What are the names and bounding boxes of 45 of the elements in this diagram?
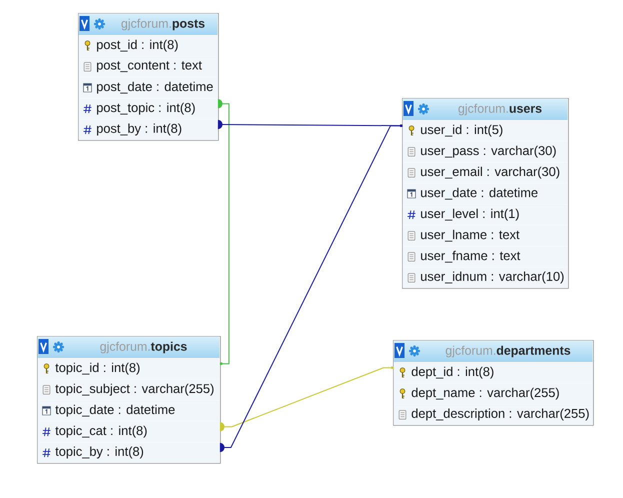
field-row: user_pass : varchar(30) [402,141,568,162]
field-row: user_idnum : varchar(10) [402,267,568,288]
relation-line [220,366,394,432]
field-row: user_fname : text [402,246,568,268]
relation-line [218,99,230,365]
field-row: dept_name : varchar(255) [394,383,593,404]
field-row: user_id : int(5) [402,120,568,142]
field-row: topic_cat : int(8) [38,421,220,442]
field-row: user_email : varchar(30) [402,162,568,184]
node-label: topic_date : datetime [55,404,175,417]
node-label: post_topic : int(8) [97,102,195,115]
relation-line [220,124,402,452]
node-label: post_id : int(8) [97,40,178,52]
node-label: post_date : datetime [97,82,213,94]
node-label: user_idnum : varchar(10) [421,272,564,284]
field-row: post_topic : int(8) [78,98,218,120]
field-row: dept_description : varchar(255) [394,404,593,425]
field-row: user_date : datetime [402,183,568,204]
field-row: post_date : datetime [78,77,218,98]
node-label: topic_cat : int(8) [55,426,147,438]
node-label: post_by : int(8) [97,124,182,136]
node-label: user_lname : text [421,230,520,242]
field-row: user_lname : text [402,225,568,246]
node-label: topic_subject : varchar(255) [55,384,214,396]
field-row: dept_id : int(8) [394,362,593,384]
node-label: user_pass : varchar(30) [421,146,556,158]
node-label: dept_name : varchar(255) [412,388,559,400]
node-label: topic_id : int(8) [55,362,140,375]
field-row: user_level : int(1) [402,204,568,226]
node-label: user_id : int(5) [421,124,502,137]
node-label: topic_by : int(8) [55,446,144,458]
field-row: post_by : int(8) [78,119,218,140]
node-label: dept_id : int(8) [412,366,494,379]
field-row: topic_id : int(8) [38,358,220,380]
field-row: post_content : text [78,56,218,78]
node-label: post_content : text [97,61,202,72]
field-row: topic_date : datetime [38,400,220,422]
node-label: user_level : int(1) [421,208,519,221]
field-row: topic_by : int(8) [38,442,220,463]
node-label: dept_description : varchar(255) [412,408,589,420]
node-label: user_email : varchar(30) [421,166,560,179]
field-row: post_id : int(8) [78,35,218,56]
node-label: user_date : datetime [421,188,538,200]
node-label: user_fname : text [421,250,520,263]
field-row: topic_subject : varchar(255) [38,379,220,400]
